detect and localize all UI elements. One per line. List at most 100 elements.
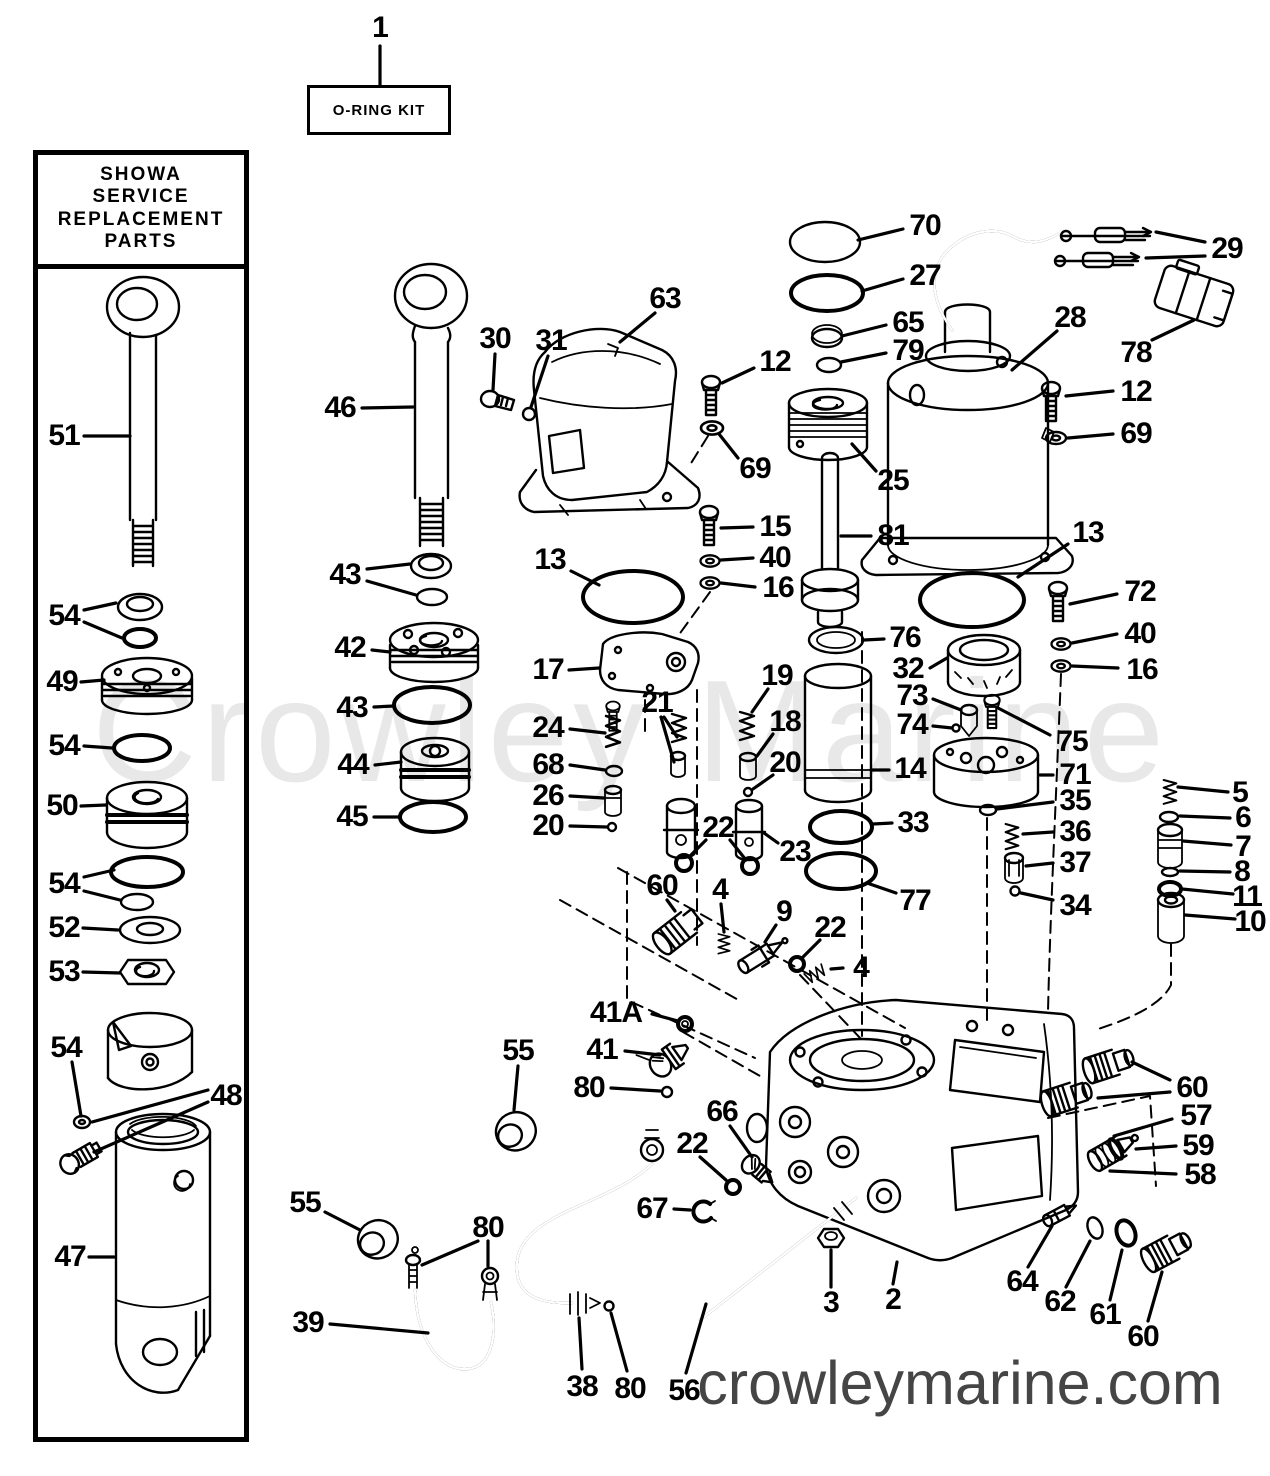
- callout-52: 52: [48, 911, 80, 944]
- leader-line-62: [1064, 1239, 1092, 1289]
- leader-line-34: [1019, 891, 1055, 902]
- leader-line-15: [719, 525, 755, 530]
- callout-35: 35: [1059, 784, 1091, 817]
- callout-13: 13: [534, 543, 566, 576]
- leader-line-22: [728, 838, 748, 862]
- callout-70: 70: [909, 209, 941, 242]
- callout-12: 12: [1120, 375, 1152, 408]
- leader-line-64: [1026, 1224, 1054, 1269]
- leader-line-72: [1068, 592, 1119, 606]
- manifold-body-group: [351, 998, 1197, 1371]
- callout-44: 44: [337, 748, 369, 781]
- showa-panel-title-line: SERVICE: [92, 186, 190, 208]
- callout-43: 43: [336, 691, 368, 724]
- leader-line-20: [568, 824, 609, 829]
- leader-line-67: [672, 1207, 692, 1212]
- callout-28: 28: [1054, 301, 1086, 334]
- leader-line-39: [328, 1322, 430, 1335]
- leader-line-76: [862, 637, 886, 642]
- callout-54: 54: [48, 599, 80, 632]
- leader-line-40: [719, 556, 755, 562]
- callout-65: 65: [892, 306, 924, 339]
- leader-line-4: [829, 966, 845, 971]
- callout-47: 47: [54, 1240, 86, 1273]
- callout-45: 45: [336, 800, 368, 833]
- leader-line-13: [569, 569, 601, 587]
- leader-line-80: [609, 1311, 629, 1373]
- callout-58: 58: [1184, 1158, 1216, 1191]
- site-footer-text: crowleymarine.com: [697, 1349, 1223, 1417]
- leader-line-19: [750, 687, 770, 714]
- leader-line-49: [79, 678, 106, 684]
- leader-line-41: [623, 1049, 662, 1057]
- leader-line-26: [568, 794, 606, 800]
- callout-77: 77: [899, 884, 931, 917]
- callout-21: 21: [641, 686, 673, 719]
- leader-line-40: [1070, 632, 1119, 645]
- callout-32: 32: [892, 652, 924, 685]
- callout-50: 50: [46, 789, 78, 822]
- electric-motor-group: [787, 220, 1074, 629]
- leader-line-46: [360, 405, 415, 410]
- oring-kit-label: O-RING KIT: [332, 101, 426, 119]
- leader-line-20: [751, 773, 775, 791]
- leader-line-42: [370, 648, 392, 654]
- leader-line-18: [755, 732, 775, 758]
- leader-line-70: [856, 227, 905, 242]
- leader-line-29: [1154, 230, 1207, 244]
- leader-line-75: [996, 706, 1052, 737]
- callout-26: 26: [532, 779, 564, 812]
- callout-40: 40: [1124, 617, 1156, 650]
- leader-line-41A: [650, 1012, 680, 1023]
- leader-line-31: [529, 354, 550, 409]
- leader-line-8: [1178, 869, 1232, 874]
- leader-line-21: [659, 715, 676, 764]
- callout-54: 54: [50, 1031, 82, 1064]
- callout-81: 81: [877, 519, 909, 552]
- leader-line-38: [577, 1316, 584, 1371]
- callout-37: 37: [1059, 846, 1091, 879]
- callout-3: 3: [823, 1286, 840, 1319]
- callout-60: 60: [1176, 1071, 1208, 1104]
- leader-line-54: [82, 620, 124, 640]
- callout-2: 2: [885, 1283, 902, 1316]
- leader-line-12: [1064, 389, 1115, 398]
- leader-line-37: [1024, 861, 1055, 868]
- callout-27: 27: [909, 259, 941, 292]
- oring-kit-box: O-RING KIT: [307, 85, 451, 135]
- callout-18: 18: [769, 705, 801, 738]
- callout-15: 15: [759, 510, 791, 543]
- leader-line-21: [662, 715, 679, 739]
- watermark: Crowley Marine: [92, 650, 1170, 812]
- callout-74: 74: [896, 708, 928, 741]
- leader-line-33: [871, 821, 894, 826]
- callout-29: 29: [1211, 232, 1243, 265]
- leader-line-73: [931, 697, 963, 712]
- leader-line-61: [1108, 1248, 1124, 1302]
- callout-36: 36: [1059, 815, 1091, 848]
- callout-9: 9: [776, 895, 793, 928]
- leader-line-35: [995, 800, 1055, 811]
- callout-72: 72: [1124, 575, 1156, 608]
- leader-line-4: [719, 902, 726, 934]
- callout-75: 75: [1056, 725, 1088, 758]
- callout-40: 40: [759, 541, 791, 574]
- callout-51: 51: [48, 419, 80, 452]
- callout-25: 25: [877, 464, 909, 497]
- leader-line-80: [420, 1239, 480, 1267]
- leader-line-2: [891, 1260, 899, 1286]
- callout-53: 53: [48, 955, 80, 988]
- callout-11: 11: [1232, 880, 1263, 913]
- callout-16: 16: [762, 571, 794, 604]
- pump-plate-valves: [598, 631, 758, 833]
- callout-42: 42: [334, 631, 366, 664]
- callout-64: 64: [1006, 1265, 1038, 1298]
- callout-67: 67: [636, 1192, 668, 1225]
- showa-panel-title-line: SHOWA: [100, 164, 182, 185]
- callout-4: 4: [853, 951, 870, 984]
- leader-line-5: [1176, 785, 1230, 794]
- callout-54: 54: [48, 729, 80, 762]
- leader-line-54: [82, 601, 118, 612]
- callout-69: 69: [739, 452, 771, 485]
